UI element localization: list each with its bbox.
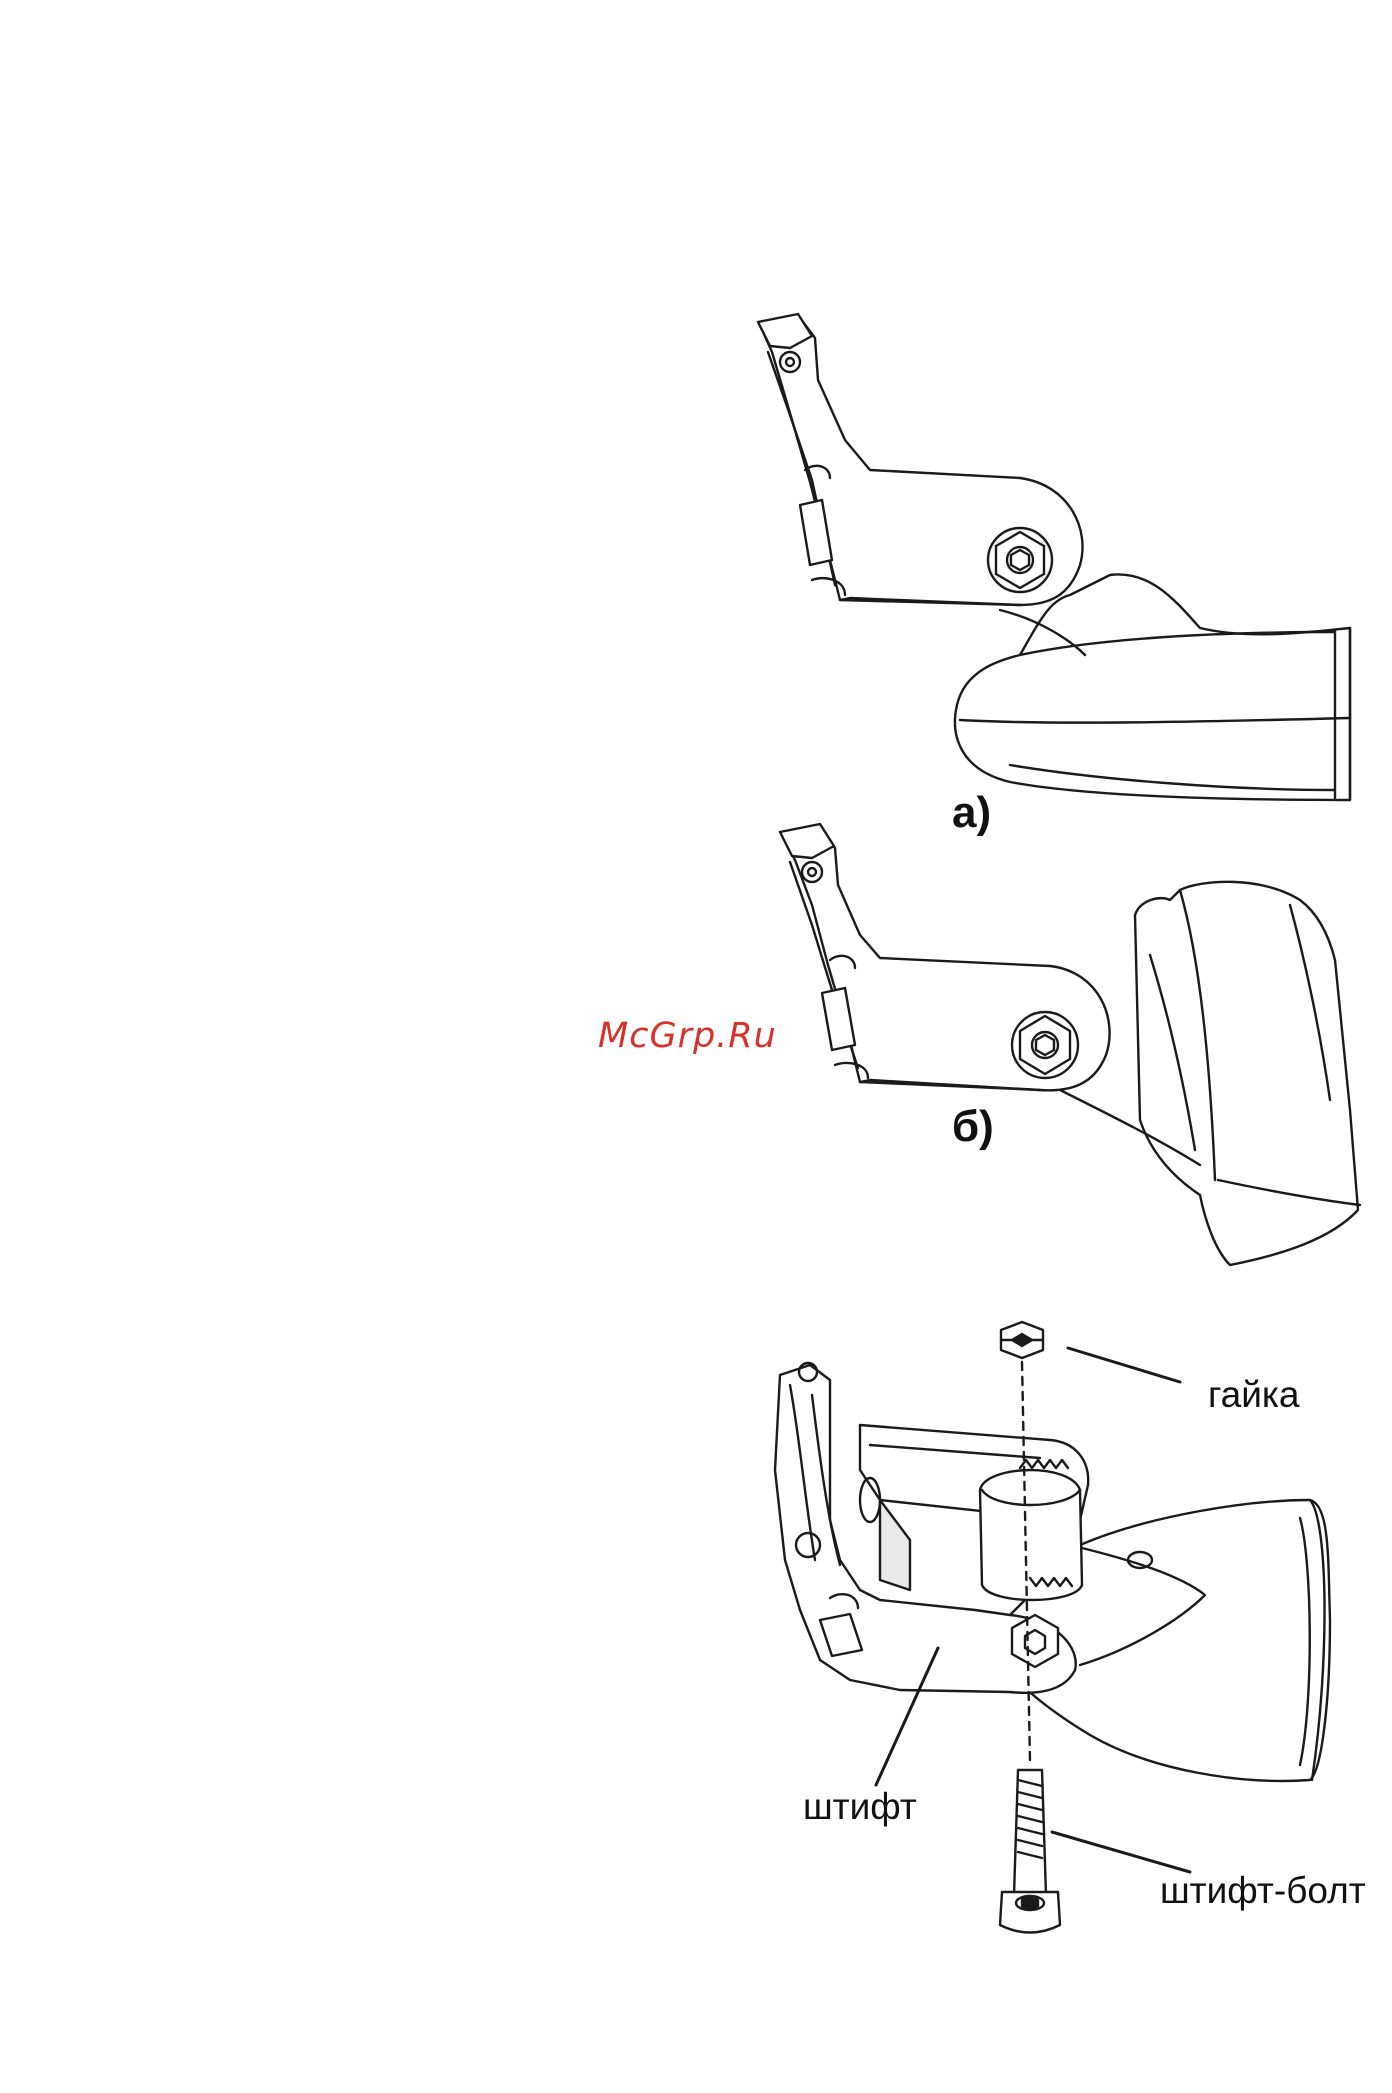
nut-leader-line [1068, 1348, 1180, 1382]
figure-a-drawing [758, 314, 1350, 800]
nut-callout: гайка [1208, 1374, 1300, 1416]
pin-bolt-part [1000, 1770, 1060, 1933]
figure-b-label: б) [952, 1102, 994, 1152]
pin-callout: штифт [803, 1786, 917, 1828]
bracket-assembly [775, 1363, 1088, 1693]
bracket-b [780, 824, 1110, 1090]
transducer-body-a [955, 574, 1350, 800]
watermark: McGrp.Ru [598, 1016, 777, 1056]
figure-b-drawing [780, 824, 1360, 1265]
bracket-a [758, 314, 1083, 605]
transducer-body-b [1060, 882, 1360, 1265]
pin-bolt-leader-line [1052, 1832, 1190, 1872]
figure-a-label: а) [952, 788, 991, 838]
pin-bolt-callout: штифт-болт [1160, 1870, 1366, 1912]
nut-part [1001, 1322, 1043, 1358]
